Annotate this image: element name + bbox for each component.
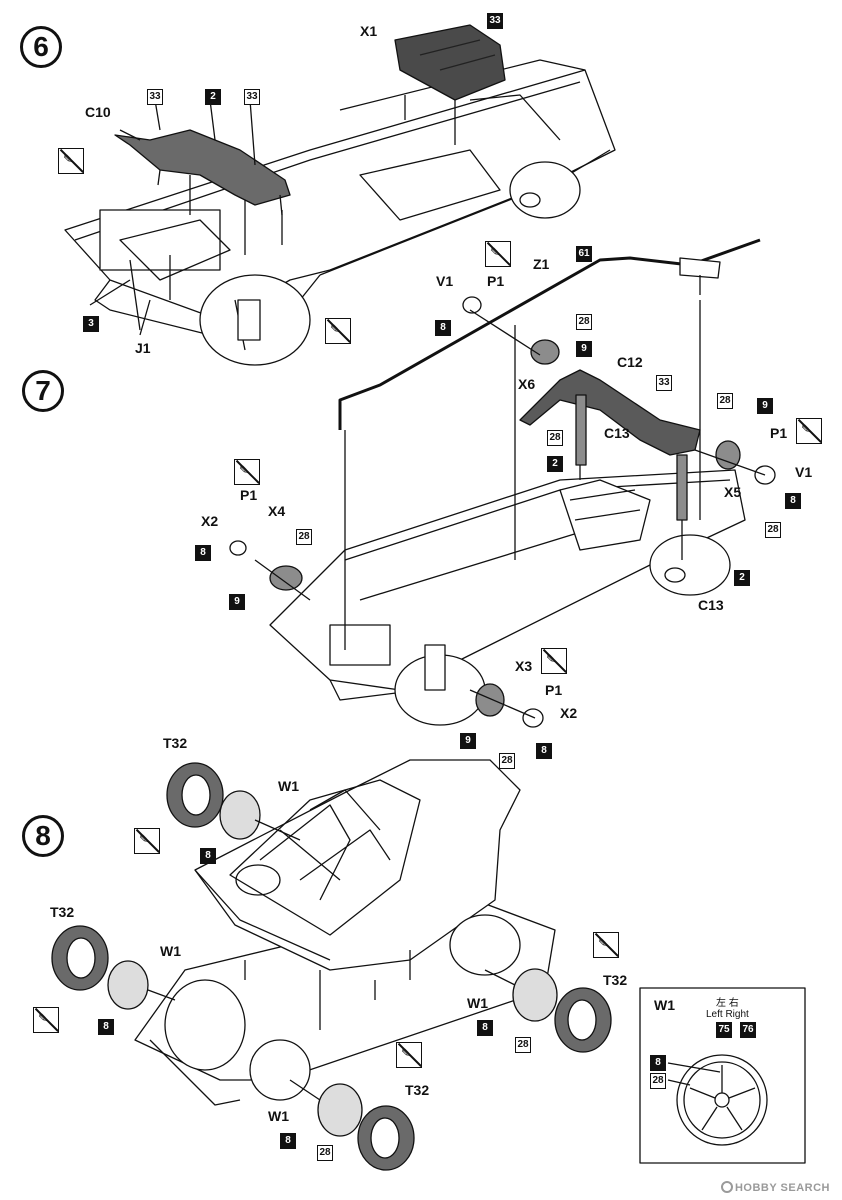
part-label-c12: C12 [617, 354, 643, 370]
no-glue-icon: ✎ [325, 318, 351, 344]
part-label-c10: C10 [85, 104, 111, 120]
wheel-inset [639, 987, 806, 1164]
step8-car [51, 759, 612, 1171]
step-8-badge: 8 [22, 815, 64, 857]
color-code: 28 [296, 529, 312, 545]
color-code: 28 [515, 1037, 531, 1053]
color-code: 28 [717, 393, 733, 409]
part-label-x2: X2 [201, 513, 219, 529]
color-code: 8 [280, 1133, 296, 1149]
color-code: 8 [200, 848, 216, 864]
part-label-p1: P1 [545, 682, 563, 698]
part-label-w1: W1 [268, 1108, 289, 1124]
step7-chassis [229, 238, 776, 728]
color-code: 28 [317, 1145, 333, 1161]
part-label-v1: V1 [795, 464, 813, 480]
no-glue-icon: ✎ [796, 418, 822, 444]
color-code: 9 [460, 733, 476, 749]
no-glue-icon: ✎ [541, 648, 567, 674]
part-label-x4: X4 [268, 503, 286, 519]
color-code: 8 [536, 743, 552, 759]
color-code: 76 [740, 1022, 756, 1038]
inset-caption-jp: 左 右 [716, 998, 739, 1009]
color-code: 8 [98, 1019, 114, 1035]
watermark-logo-icon [720, 1181, 733, 1193]
color-code: 8 [650, 1055, 666, 1071]
color-code: 2 [547, 456, 563, 472]
step-6-badge: 6 [20, 26, 62, 68]
color-code: 8 [477, 1020, 493, 1036]
watermark: HOBBY SEARCH [720, 1181, 830, 1194]
color-code: 3 [83, 316, 99, 332]
color-code: 75 [716, 1022, 732, 1038]
step-7-badge: 7 [22, 370, 64, 412]
no-glue-icon: ✎ [134, 828, 160, 854]
color-code: 8 [435, 320, 451, 336]
part-label-x2: X2 [560, 705, 578, 721]
no-glue-icon: ✎ [33, 1007, 59, 1033]
part-label-x6: X6 [518, 376, 536, 392]
part-label-w1: W1 [467, 995, 488, 1011]
part-label-x1: X1 [360, 23, 378, 39]
part-label-p1: P1 [240, 487, 258, 503]
color-code: 2 [205, 89, 221, 105]
part-label-c13: C13 [604, 425, 630, 441]
part-label-j1: J1 [135, 340, 151, 356]
part-label-v1: V1 [436, 273, 454, 289]
color-code: 8 [785, 493, 801, 509]
no-glue-icon: ✎ [593, 932, 619, 958]
color-code: 9 [229, 594, 245, 610]
part-label-x3: X3 [515, 658, 533, 674]
color-code: 8 [195, 545, 211, 561]
part-label-w1: W1 [278, 778, 299, 794]
part-label-t32: T32 [50, 904, 75, 920]
no-glue-icon: ✎ [485, 241, 511, 267]
color-code: 9 [576, 341, 592, 357]
part-label-p1: P1 [487, 273, 505, 289]
color-code: 28 [576, 314, 592, 330]
step6-chassis [64, 24, 616, 366]
part-label-p1: P1 [770, 425, 788, 441]
color-code: 33 [656, 375, 672, 391]
inset-title-w1: W1 [654, 997, 675, 1013]
watermark-text: HOBBY SEARCH [734, 1182, 830, 1194]
no-glue-icon: ✎ [58, 148, 84, 174]
part-label-t32: T32 [405, 1082, 430, 1098]
color-code: 28 [499, 753, 515, 769]
color-code: 28 [765, 522, 781, 538]
color-code: 33 [487, 13, 503, 29]
no-glue-icon: ✎ [396, 1042, 422, 1068]
color-code: 2 [734, 570, 750, 586]
color-code: 9 [757, 398, 773, 414]
part-label-c13: C13 [698, 597, 724, 613]
color-code: 61 [576, 246, 592, 262]
part-label-t32: T32 [163, 735, 188, 751]
inset-left-right-caption: 左 右 Left Right [706, 998, 749, 1020]
part-label-w1: W1 [160, 943, 181, 959]
no-glue-icon: ✎ [234, 459, 260, 485]
color-code: 33 [244, 89, 260, 105]
color-code: 33 [147, 89, 163, 105]
color-code: 28 [650, 1073, 666, 1089]
part-label-z1: Z1 [533, 256, 550, 272]
inset-caption-en: Left Right [706, 1009, 749, 1020]
part-label-t32: T32 [603, 972, 628, 988]
part-label-x5: X5 [724, 484, 742, 500]
color-code: 28 [547, 430, 563, 446]
